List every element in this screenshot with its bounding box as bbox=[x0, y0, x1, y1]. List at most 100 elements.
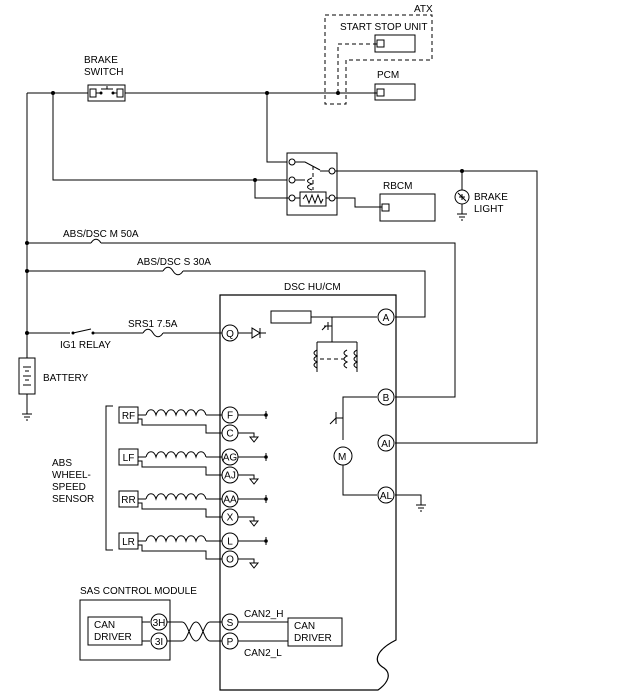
brake-switch bbox=[87, 84, 126, 102]
q-diode bbox=[251, 327, 266, 339]
brake-switch-label-1: BRAKE bbox=[84, 55, 118, 66]
sensor-return-wire bbox=[138, 418, 222, 434]
abs-label-1: ABS bbox=[52, 458, 72, 469]
can-l-twisted bbox=[167, 621, 222, 642]
junction bbox=[264, 413, 268, 417]
sensor-supply bbox=[238, 453, 267, 461]
pcm-branch bbox=[266, 93, 289, 163]
brake-light-relay bbox=[286, 152, 338, 216]
sensor-supply bbox=[238, 537, 267, 545]
can2-h-label: CAN2_H bbox=[244, 609, 283, 620]
sensor-ground bbox=[238, 516, 260, 527]
abs-dsc-m-fuse bbox=[90, 238, 102, 244]
sensor-shield-coil bbox=[145, 409, 207, 417]
brake-light-bulb bbox=[454, 189, 470, 221]
dsc-pin-c-label: C bbox=[226, 429, 233, 440]
svg-text:3I: 3I bbox=[155, 637, 163, 648]
sensor-supply bbox=[238, 411, 267, 419]
sas-can-driver bbox=[87, 616, 143, 646]
sensor-ground bbox=[238, 558, 260, 569]
svg-text:3H: 3H bbox=[153, 618, 166, 629]
can2-l-label: CAN2_L bbox=[244, 648, 282, 659]
sensor-bracket bbox=[105, 405, 113, 551]
can-h-twisted bbox=[167, 621, 222, 642]
brake-switch-label-2: SWITCH bbox=[84, 67, 123, 78]
abs-dsc-m-label: ABS/DSC M 50A bbox=[63, 229, 139, 240]
dsc-pin-o-label: O bbox=[226, 555, 234, 566]
motor-label: M bbox=[338, 452, 346, 463]
abs-s-wire-right bbox=[183, 270, 426, 318]
sensor-rr-label: RR bbox=[121, 495, 135, 506]
relay-coil-ground bbox=[254, 180, 289, 199]
svg-text:Q: Q bbox=[226, 329, 234, 340]
motor-feed bbox=[342, 396, 377, 440]
sensor-return-wire bbox=[138, 502, 222, 518]
sas-can-driver-label-1: CAN bbox=[94, 620, 115, 631]
ig1-relay-contact bbox=[71, 328, 95, 335]
sensor-supply bbox=[238, 495, 267, 503]
sensor-ground bbox=[238, 432, 260, 443]
junction bbox=[253, 178, 257, 182]
ig1-relay-label: IG1 RELAY bbox=[60, 340, 111, 351]
sensor-lf-label: LF bbox=[123, 453, 135, 464]
dsc-pin-ai: AI bbox=[377, 434, 395, 452]
dsc-pin-p: P bbox=[221, 632, 239, 650]
al-ground bbox=[395, 494, 426, 512]
abs-label-2: WHEEL- bbox=[52, 470, 91, 481]
battery-label: BATTERY bbox=[43, 373, 89, 384]
svg-text:AI: AI bbox=[381, 439, 390, 450]
dsc-resistor bbox=[270, 310, 312, 324]
dsc-pin-aj-label: AJ bbox=[224, 471, 236, 482]
sensor-return-wire bbox=[138, 460, 222, 476]
svg-text:S: S bbox=[227, 618, 234, 629]
rbcm-label: RBCM bbox=[383, 181, 412, 192]
brake-light-output bbox=[335, 170, 538, 444]
dsc-pin-a: A bbox=[377, 308, 395, 326]
brake-light-label-1: BRAKE bbox=[474, 192, 508, 203]
sas-can-driver-label-2: DRIVER bbox=[94, 632, 132, 643]
dsc-pin-ag-label: AG bbox=[223, 453, 238, 464]
sensor-shield-coil bbox=[145, 493, 207, 501]
start-stop-unit-terminal bbox=[376, 39, 385, 48]
brake-light-label-2: LIGHT bbox=[474, 204, 503, 215]
dsc-can-wires bbox=[238, 621, 288, 642]
abs-m-wire-right bbox=[101, 242, 456, 398]
dsc-hucm-module bbox=[219, 294, 397, 691]
pcm-label: PCM bbox=[377, 70, 399, 81]
junction bbox=[264, 539, 268, 543]
sensor-return-wire bbox=[138, 544, 222, 560]
sas-driver-wires bbox=[142, 621, 150, 642]
sas-pin-3i: 3I bbox=[150, 632, 168, 650]
motor-relay-transistor bbox=[329, 412, 343, 425]
dsc-pin-l-label: L bbox=[227, 537, 233, 548]
dsc-pin-aa-label: AA bbox=[223, 495, 237, 506]
atx-label: ATX bbox=[414, 4, 433, 15]
sensor-ground bbox=[238, 474, 260, 485]
atx-boundary bbox=[324, 14, 433, 105]
svg-text:B: B bbox=[383, 393, 390, 404]
abs-dsc-s-fuse bbox=[162, 266, 184, 276]
pcm-terminal bbox=[376, 88, 385, 97]
dsc-hucm-label: DSC HU/CM bbox=[284, 282, 341, 293]
sensor-shield-coil bbox=[145, 451, 207, 459]
abs-label-3: SPEED bbox=[52, 482, 86, 493]
dsc-can-driver-label-2: DRIVER bbox=[294, 633, 332, 644]
dsc-pin-q: Q bbox=[221, 324, 239, 342]
svg-text:P: P bbox=[227, 637, 234, 648]
motor-ground bbox=[342, 465, 377, 496]
start-stop-unit-label: START STOP UNIT bbox=[340, 22, 427, 33]
svg-text:AL: AL bbox=[380, 491, 393, 502]
sensor-shield-coil bbox=[145, 535, 207, 543]
dsc-pin-al: AL bbox=[377, 486, 395, 504]
svg-text:A: A bbox=[383, 313, 390, 324]
brake-switch-feed bbox=[52, 93, 289, 181]
junction bbox=[336, 91, 340, 95]
junction bbox=[264, 497, 268, 501]
sas-label: SAS CONTROL MODULE bbox=[80, 586, 197, 597]
junction bbox=[264, 455, 268, 459]
battery-symbol bbox=[18, 357, 36, 421]
abs-dsc-s-label: ABS/DSC S 30A bbox=[137, 257, 211, 268]
rbcm-wire bbox=[335, 197, 382, 208]
